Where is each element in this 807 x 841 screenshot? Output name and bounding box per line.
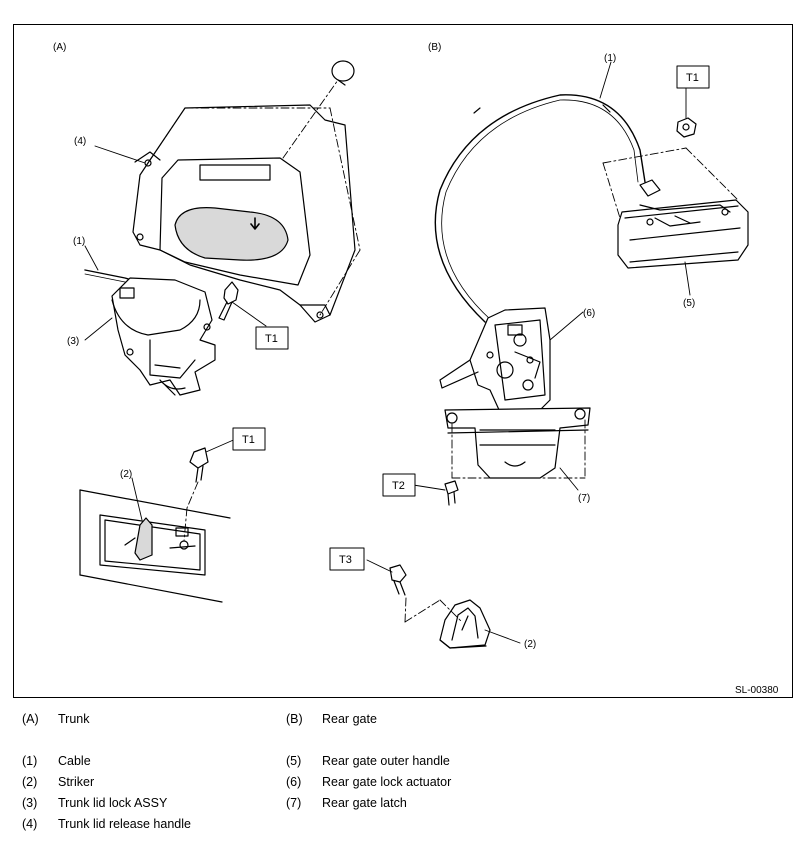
legend-key: (3) [22,796,38,810]
legend-item: (6) Rear gate lock actuator [286,775,451,789]
legend-text: Rear gate outer handle [322,754,450,768]
legend-item: (2) Striker [22,775,94,789]
legend-text: Rear gate lock actuator [322,775,452,789]
bolt-t3 [389,564,407,596]
legend-item: (5) Rear gate outer handle [286,754,450,768]
striker-a [79,447,231,603]
torque-t1-striker: T1 [242,434,255,446]
diagram-code: SL-00380 [735,685,779,696]
legend-a: (A) Trunk [22,712,90,726]
legend-key: (6) [286,775,302,789]
leader-lines [84,61,691,644]
callout-b-1: (1) [604,53,616,64]
legend-text: Trunk lid release handle [58,817,191,831]
diagram-frame [13,24,793,698]
section-a-label: (A) [53,42,66,53]
rear-gate-latch [444,407,591,479]
alignment-lines-a [147,79,361,316]
clip [331,60,355,86]
legend-key: (2) [22,775,38,789]
bolt-t2 [444,480,459,506]
legend-key: (5) [286,754,302,768]
legend-text: Striker [58,775,95,789]
torque-t3: T3 [339,554,352,566]
legend-key: (4) [22,817,38,831]
legend-text: Cable [58,754,91,768]
exploded-view-diagram: (A) (B) (4) (1) (3) (2) (1) (5) (6) (7) … [53,42,779,696]
legend-item: (7) Rear gate latch [286,796,407,810]
legend-b: (B) Rear gate [286,712,377,726]
legend-text: Rear gate [322,712,377,726]
trunk-lid-release-handle [132,104,356,323]
legend-item: (3) Trunk lid lock ASSY [22,796,167,810]
bolt-a [218,281,239,321]
legend-key: (7) [286,796,302,810]
alignment-lines-latch [451,419,586,479]
legend-key: (B) [286,712,303,726]
cable-b [434,94,646,323]
legend-item: (4) Trunk lid release handle [22,817,191,831]
alignment-lines-handle [602,147,739,219]
legend-item: (1) Cable [22,754,91,768]
callout-b-2: (2) [524,639,536,650]
alignment-lines-t3 [404,597,463,623]
legend-key: (1) [22,754,38,768]
striker-b [439,599,491,649]
callout-a-1: (1) [73,236,85,247]
callout-a-2: (2) [120,469,132,480]
torque-t1-lock: T1 [265,333,278,345]
callout-a-3: (3) [67,336,79,347]
rear-gate-outer-handle [617,179,749,269]
callout-b-7: (7) [578,493,590,504]
legend-text: Trunk [58,712,90,726]
section-b-label: (B) [428,42,441,53]
torque-t1-handle: T1 [686,72,699,84]
callout-b-6: (6) [583,308,595,319]
rear-gate-lock-actuator [439,307,551,413]
callout-b-5: (5) [683,298,695,309]
legend: (A) Trunk (B) Rear gate (1) Cable (2) Strike… [0,700,807,841]
trunk-lid-lock-assy [111,277,216,396]
nut-b [676,117,697,138]
legend-key: (A) [22,712,39,726]
legend-text: Rear gate latch [322,796,407,810]
torque-t2: T2 [392,480,405,492]
callout-a-4: (4) [74,136,86,147]
torque-boxes [232,65,710,571]
legend-text: Trunk lid lock ASSY [58,796,168,810]
alignment-lines-striker [183,481,199,542]
